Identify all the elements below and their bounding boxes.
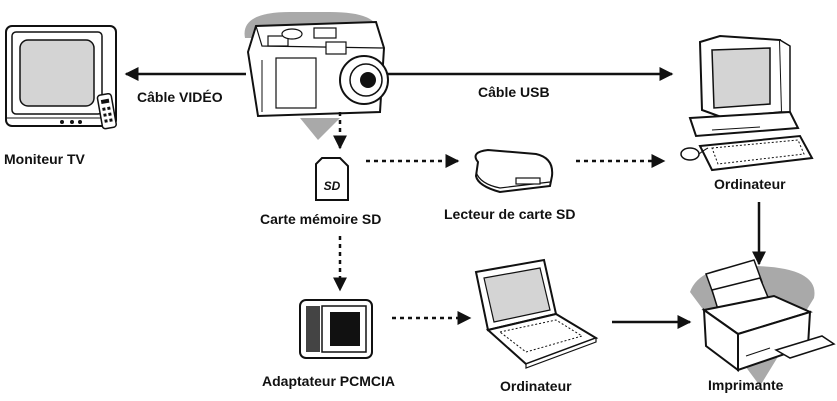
printer-icon: [690, 259, 836, 386]
laptop-label: Ordinateur: [500, 378, 572, 394]
printer-label: Imprimante: [708, 377, 784, 393]
laptop-icon: [474, 258, 599, 369]
computer-top-label: Ordinateur: [714, 176, 786, 192]
video-cable-label: Câble VIDÉO: [137, 89, 223, 105]
pcmcia-adapter-icon: [299, 299, 373, 359]
card-reader-icon: [474, 148, 554, 194]
pcmcia-label: Adaptateur PCMCIA: [262, 373, 396, 389]
sd-card-label: Carte mémoire SD: [260, 211, 382, 227]
usb-cable-label: Câble USB: [478, 84, 550, 100]
connection-arrows: [124, 67, 766, 329]
sd-card-icon: SD: [315, 157, 349, 201]
desktop-computer-icon: [680, 34, 814, 172]
camera-icon: [244, 12, 389, 140]
sd-logo-text: SD: [324, 179, 341, 193]
tv-label: Moniteur TV: [4, 151, 85, 167]
sd-reader-label: Lecteur de carte SD: [444, 206, 576, 222]
tv-icon: [5, 25, 117, 130]
